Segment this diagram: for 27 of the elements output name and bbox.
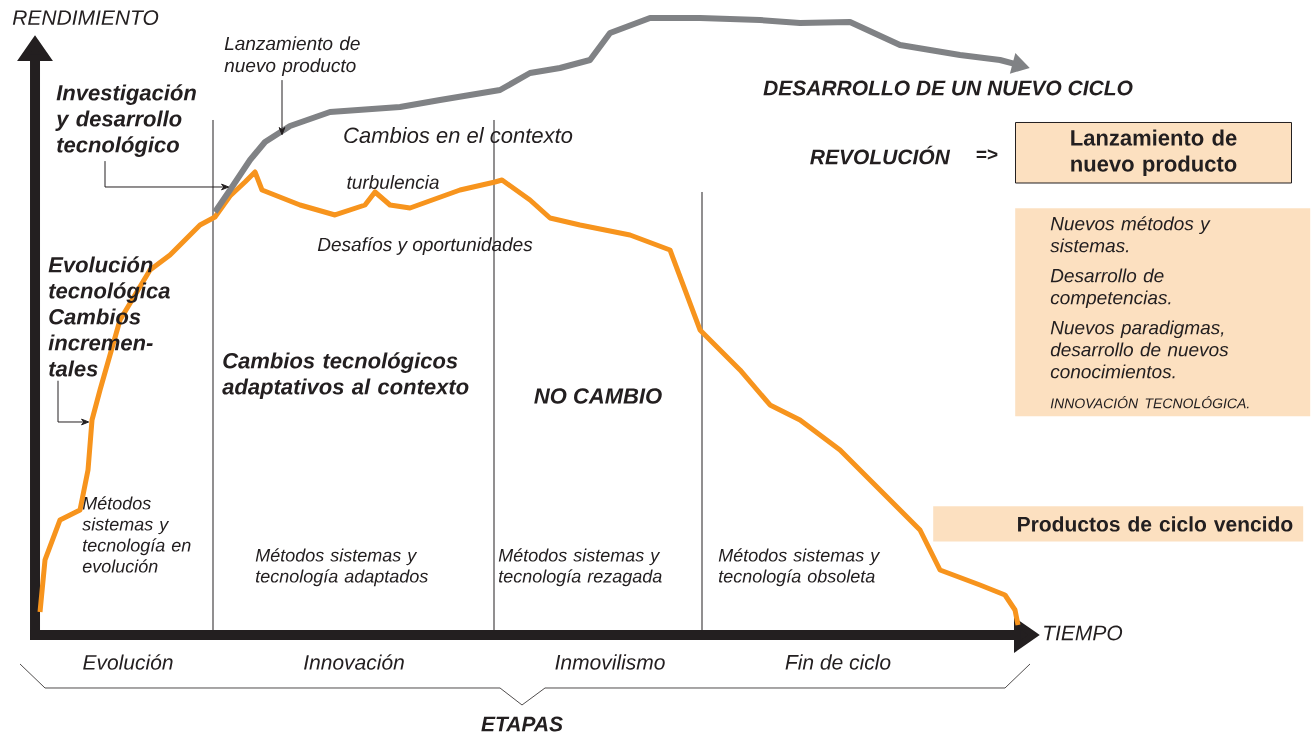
axis-label: RENDIMIENTO (12, 10, 159, 26)
text-label: Métodos sistemas y tecnología rezagada (498, 548, 662, 587)
leader-arrow (278, 79, 286, 136)
text-label: Métodos sistemas y tecnología en evolución (82, 496, 191, 573)
text-label: DESARROLLO DE UN NUEVO CICLO (763, 80, 1133, 96)
text-label: Cambios en el contexto (344, 126, 573, 144)
stage-label: Innovación (304, 654, 404, 670)
note-box: Nuevos métodos y sistemas. Desarrollo de competencias. Nuevos paradigmas, desarrollo de nuevos conocimientos. INNOVACIÓN TECNOLÓGICA. (1015, 208, 1311, 417)
text-label: Desafíos y oportunidades (317, 237, 533, 255)
text-label: REVOLUCIÓN (810, 145, 951, 165)
status-band: Productos de ciclo vencido (933, 506, 1304, 542)
axis-label: TIEMPO (1044, 625, 1123, 641)
callout-text: Investigación y desarrollo tecnológico (55, 84, 196, 157)
leader-arrow (57, 380, 90, 426)
text-label: => (976, 149, 998, 160)
text-label: Métodos sistemas y tecnología adaptados (255, 548, 428, 587)
stage-label: Inmovilismo (555, 654, 665, 670)
title-box: Lanzamiento de nuevo producto (1015, 122, 1292, 184)
stage-label: Evolución (83, 654, 173, 670)
leader-arrow (104, 160, 230, 191)
callout-text: Lanzamiento de nuevo producto (224, 36, 360, 76)
text-label: Cambios tecnológicos adaptativos al contexto (222, 352, 469, 399)
stage-label: Fin de ciclo (785, 654, 891, 670)
text-label: Métodos sistemas y tecnología obsoleta (718, 548, 881, 587)
text-label: ETAPAS (481, 716, 563, 732)
text-label: NO CAMBIO (534, 388, 662, 404)
text-label: turbulencia (347, 175, 439, 189)
